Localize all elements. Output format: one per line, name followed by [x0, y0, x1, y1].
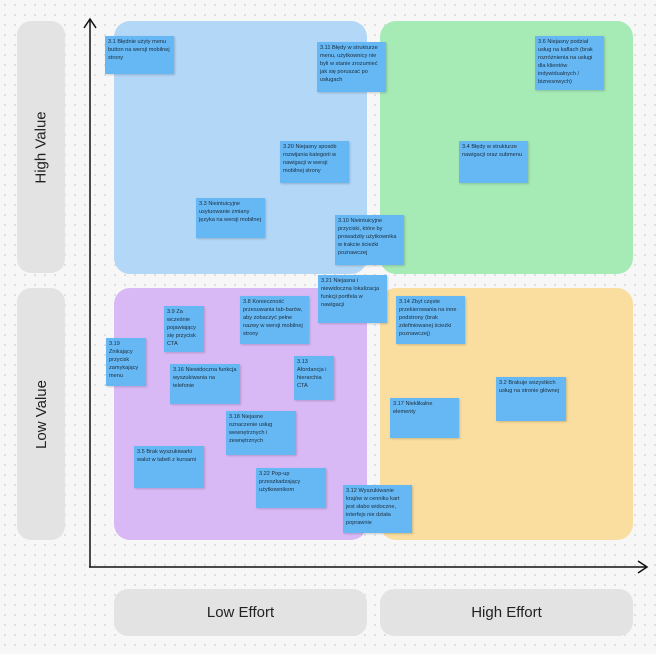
- sticky-note-3-4[interactable]: 3.4 Błędy w strukturze nawigacji oraz su…: [459, 141, 528, 183]
- sticky-note-3-1[interactable]: 3.1 Błędnie użyty menu button na wersji …: [105, 36, 174, 74]
- high-effort-label: High Effort: [380, 589, 633, 636]
- sticky-note-3-6[interactable]: 3.6 Niejasny podział usług na kaflach (b…: [535, 36, 604, 90]
- sticky-note-3-2[interactable]: 3.2 Brakuje wszystkich usług na stronie …: [496, 377, 566, 421]
- sticky-note-3-20[interactable]: 3.20 Niejasny sposób rozwijania kategori…: [280, 141, 349, 183]
- sticky-note-3-8[interactable]: 3.8 Konieczność przesuwania tab-barów, a…: [240, 296, 309, 344]
- high-value-label: High Value: [17, 21, 65, 273]
- sticky-note-3-3[interactable]: 3.3 Nieintuicyjne usytuowanie zmiany jęz…: [196, 198, 265, 238]
- low-value-label: Low Value: [17, 288, 65, 540]
- sticky-note-3-13[interactable]: 3.13 Afordancja i hierarchia CTA: [294, 356, 334, 400]
- y-axis-arrowhead: [83, 17, 97, 29]
- sticky-note-3-5[interactable]: 3.5 Brak wyszukiwarki walut w tabeli z k…: [134, 446, 204, 488]
- sticky-note-3-18[interactable]: 3.18 Niejasne oznaczenie usług wewnętrzn…: [226, 411, 296, 455]
- high-effort-text: High Effort: [471, 604, 542, 621]
- sticky-note-3-10[interactable]: 3.10 Nieintuicyjne przyciski, które by p…: [335, 215, 404, 265]
- sticky-note-3-22[interactable]: 3.22 Pop-up przeszkadzający użytkownikom: [256, 468, 326, 508]
- sticky-note-3-12[interactable]: 3.12 Wyszukiwanie krajów w cenniku kart …: [343, 485, 412, 533]
- x-axis-arrowhead: [637, 560, 649, 574]
- sticky-note-3-21[interactable]: 3.21 Niejasna i niewidoczna lokalizacja …: [318, 275, 387, 323]
- sticky-note-3-16[interactable]: 3.16 Niewidoczna funkcja wyszukiwania na…: [170, 364, 240, 404]
- low-effort-text: Low Effort: [206, 604, 275, 621]
- sticky-note-3-11[interactable]: 3.11 Błędy w strukturze menu, użytkownic…: [317, 42, 386, 92]
- sticky-note-3-17[interactable]: 3.17 Nieklikalne elementy: [390, 398, 459, 438]
- sticky-note-3-19[interactable]: 3.19 Znikający przycisk zamykający menu: [106, 338, 146, 386]
- sticky-note-3-9[interactable]: 3.9 Za wcześnie pojawiający się przycisk…: [164, 306, 204, 352]
- sticky-note-3-14[interactable]: 3.14 Zbyt częste przekierowania na inne …: [396, 296, 465, 344]
- low-effort-label: Low Effort: [114, 589, 367, 636]
